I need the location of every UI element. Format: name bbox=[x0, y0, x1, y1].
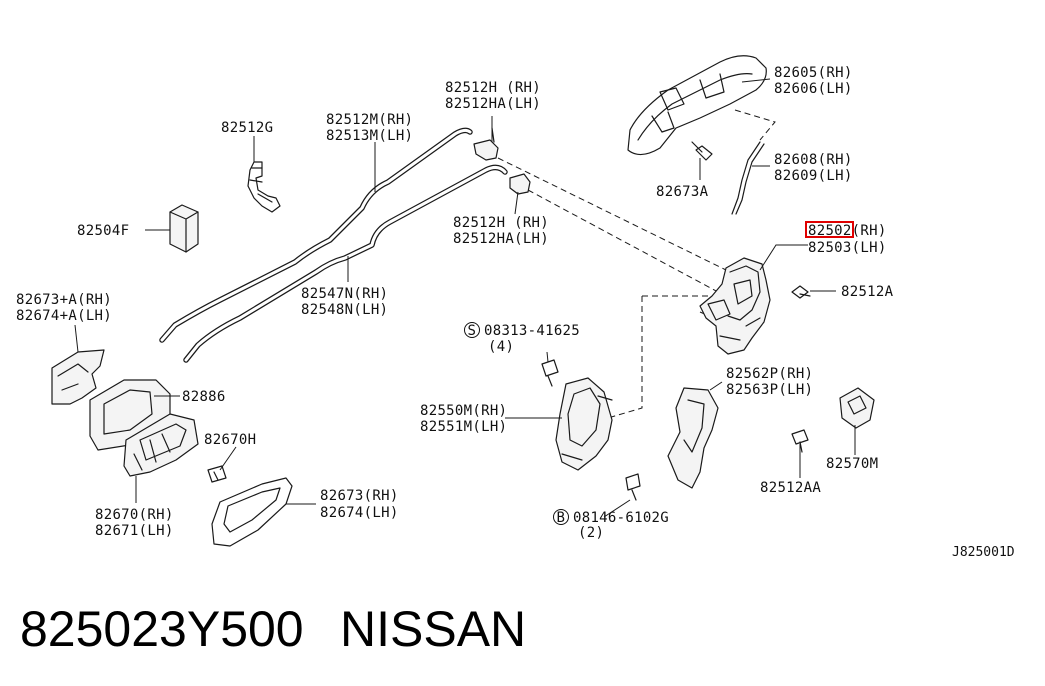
label-82512h-rh-top: 82512H (RH) bbox=[445, 80, 541, 96]
lock-assembly-82550m bbox=[555, 377, 613, 471]
highlight-box-82502 bbox=[805, 221, 854, 238]
label-82504f: 82504F bbox=[77, 223, 129, 239]
leader-lines bbox=[74, 78, 856, 518]
screw-82670h bbox=[207, 465, 227, 483]
bolt-08313 bbox=[541, 359, 559, 387]
label-82673a: 82673A bbox=[656, 184, 709, 200]
label-82512aa: 82512AA bbox=[760, 480, 821, 496]
label-82548n-lh: 82548N(LH) bbox=[301, 302, 388, 318]
block-82504f bbox=[169, 204, 199, 253]
striker-82570m bbox=[839, 387, 875, 429]
footer-part-number: 825023Y500 bbox=[20, 601, 304, 657]
bolt-b-symbol-circle bbox=[553, 509, 569, 525]
label-82886: 82886 bbox=[182, 389, 226, 405]
label-82674pa-lh: 82674+A(LH) bbox=[16, 308, 112, 324]
screw-82512a bbox=[791, 285, 811, 299]
bolt-s-symbol-circle bbox=[464, 322, 480, 338]
label-82609-lh: 82609(LH) bbox=[774, 168, 853, 184]
rod-82608 bbox=[731, 141, 765, 215]
part-labels: 82512G 82512M(RH) 82513M(LH) 82512H (RH)… bbox=[16, 65, 1015, 560]
inside-handle-82670 bbox=[123, 413, 199, 477]
label-82512g: 82512G bbox=[221, 120, 273, 136]
label-82512ha-lh-mid: 82512HA(LH) bbox=[453, 231, 549, 247]
label-82503-lh: 82503(LH) bbox=[808, 240, 887, 256]
label-82513m-lh: 82513M(LH) bbox=[326, 128, 413, 144]
label-82674-lh: 82674(LH) bbox=[320, 505, 399, 521]
label-82512ha-lh-top: 82512HA(LH) bbox=[445, 96, 541, 112]
label-82551m-lh: 82551M(LH) bbox=[420, 419, 507, 435]
clip-82512h-top bbox=[473, 127, 499, 161]
bolt-b-symbol: B bbox=[557, 510, 566, 526]
label-82670h: 82670H bbox=[204, 432, 256, 448]
diagram-reference-code: J825001D bbox=[952, 545, 1015, 560]
bolt-s-symbol: S bbox=[468, 323, 477, 339]
screw-82512aa bbox=[791, 429, 809, 453]
label-82671-lh: 82671(LH) bbox=[95, 523, 174, 539]
outside-handle-82605 bbox=[627, 55, 767, 156]
label-82547n-rh: 82547N(RH) bbox=[301, 286, 388, 302]
label-82502-rh: 82502(RH) bbox=[808, 223, 887, 239]
label-08313-qty: (4) bbox=[488, 339, 514, 355]
label-82605-rh: 82605(RH) bbox=[774, 65, 853, 81]
cable-82547n bbox=[183, 164, 508, 363]
label-82608-rh: 82608(RH) bbox=[774, 152, 853, 168]
footer-brand: NISSAN bbox=[340, 601, 526, 657]
footer: 825023Y500 NISSAN bbox=[20, 601, 526, 657]
label-82512a: 82512A bbox=[841, 284, 894, 300]
label-82673pa-rh: 82673+A(RH) bbox=[16, 292, 112, 308]
door-lock-actuator-82502 bbox=[699, 257, 771, 355]
label-82673-rh: 82673(RH) bbox=[320, 488, 399, 504]
label-08313-41625: 08313-41625 bbox=[484, 323, 580, 339]
bolt-82673a bbox=[691, 141, 713, 161]
label-82606-lh: 82606(LH) bbox=[774, 81, 853, 97]
bracket-82562p bbox=[667, 387, 719, 489]
label-82512h-rh-mid: 82512H (RH) bbox=[453, 215, 549, 231]
escutcheon-82673pa bbox=[51, 349, 105, 405]
clip-82512g bbox=[247, 161, 281, 213]
clip-82512h-mid bbox=[509, 173, 531, 195]
label-82550m-rh: 82550M(RH) bbox=[420, 403, 507, 419]
label-82670-rh: 82670(RH) bbox=[95, 507, 174, 523]
cable-82512m bbox=[159, 127, 473, 343]
label-08146-6102g: 08146-6102G bbox=[573, 510, 669, 526]
label-82562p-rh: 82562P(RH) bbox=[726, 366, 813, 382]
label-82512m-rh: 82512M(RH) bbox=[326, 112, 413, 128]
bolt-08146 bbox=[625, 473, 641, 501]
label-82570m: 82570M bbox=[826, 456, 878, 472]
escutcheon-82673 bbox=[211, 477, 293, 547]
label-82563p-lh: 82563P(LH) bbox=[726, 382, 813, 398]
label-08146-qty: (2) bbox=[578, 525, 604, 541]
